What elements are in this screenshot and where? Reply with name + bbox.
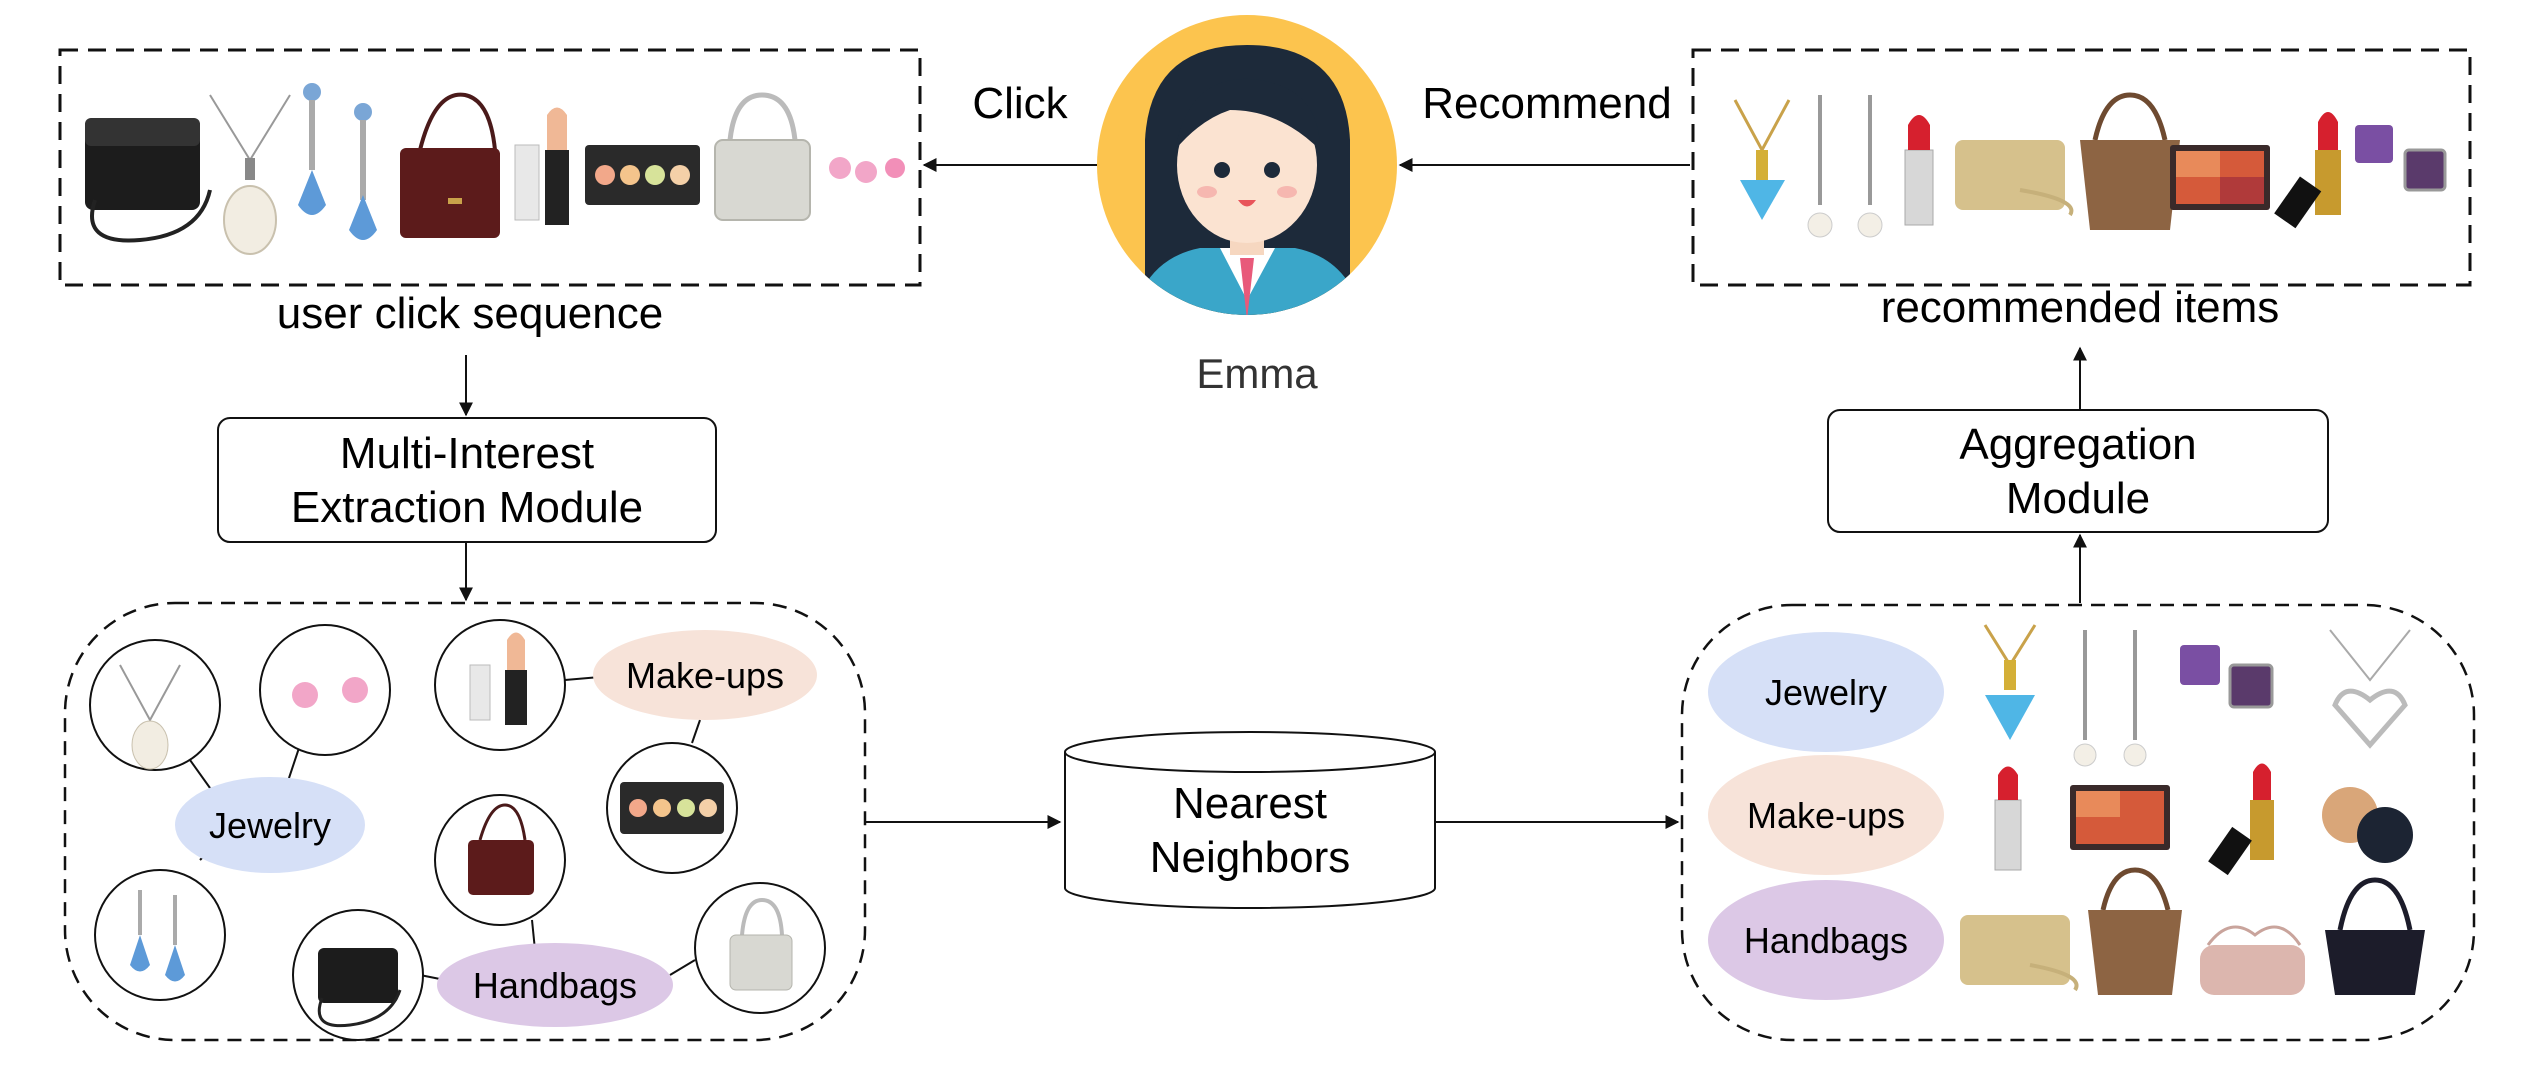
user-avatar	[1097, 15, 1397, 315]
click-label: Click	[972, 79, 1068, 128]
blue-pendant-icon	[1733, 99, 1791, 220]
grey-handbag-icon	[714, 92, 811, 221]
blue-earrings-circle	[94, 869, 226, 1001]
eyeshadow-palette-icon	[2170, 145, 2270, 210]
user-name: Emma	[1196, 350, 1318, 397]
pearl-necklace-icon	[209, 94, 291, 255]
candidate-handbags-row	[1960, 867, 2425, 995]
candidate-items-box	[1680, 603, 2476, 1042]
blue-drop-earrings-icon	[298, 83, 377, 240]
black-handbag-icon	[85, 118, 212, 243]
lipstick-icon	[514, 107, 569, 225]
jewelry-label-right: Jewelry	[1765, 672, 1887, 713]
handbags-interest-right	[1708, 880, 1944, 1000]
gold-clutch-icon	[1955, 140, 2074, 217]
handbags-label-left: Handbags	[473, 965, 637, 1006]
nearest-neighbors-label-1: Nearest	[1173, 779, 1327, 828]
red-lipstick-icon	[1904, 115, 1934, 226]
makeups-label-left: Make-ups	[626, 655, 784, 696]
amethyst-earrings-icon	[2355, 125, 2447, 192]
grey-bag-circle	[694, 882, 826, 1014]
jewelry-interest-left	[175, 777, 365, 873]
makeups-interest-right	[1708, 755, 1944, 875]
makeups-label-right: Make-ups	[1747, 795, 1905, 836]
recommended-items	[1733, 92, 2447, 238]
burgundy-bag-circle	[434, 794, 566, 926]
pearl-necklace-circle	[89, 639, 221, 771]
pink-stud-earrings-icon	[829, 157, 905, 183]
aggregation-module-label-2: Module	[2006, 474, 2150, 523]
pearl-drop-earrings-icon	[1807, 95, 1883, 238]
handbags-label-right: Handbags	[1744, 920, 1908, 961]
handbags-interest-left	[437, 943, 673, 1027]
nearest-neighbors-label-2: Neighbors	[1150, 833, 1351, 882]
aggregation-module-label-1: Aggregation	[1959, 420, 2196, 469]
lipstick-circle	[434, 619, 566, 751]
recommended-items-caption: recommended items	[1881, 283, 2280, 332]
extraction-module-label-1: Multi-Interest	[340, 429, 594, 478]
pink-studs-circle	[259, 624, 391, 756]
palette-circle	[606, 742, 738, 874]
nearest-neighbors-cylinder	[1064, 731, 1436, 909]
brown-tote-icon	[2080, 92, 2180, 230]
extraction-module-label-2: Extraction Module	[291, 483, 643, 532]
click-sequence-items	[85, 83, 905, 255]
click-sequence-box	[58, 48, 922, 287]
candidate-jewelry-row	[1983, 624, 2411, 767]
jewelry-interest-right	[1708, 632, 1944, 752]
aggregation-module-box	[1827, 409, 2329, 533]
jewelry-label-left: Jewelry	[209, 805, 331, 846]
candidate-makeups-row	[1994, 763, 2413, 876]
gold-lipstick-icon	[2274, 112, 2341, 229]
recommend-label: Recommend	[1422, 79, 1671, 128]
makeup-palette-icon	[585, 145, 700, 205]
black-bag-circle	[292, 909, 424, 1041]
makeups-interest-left	[593, 630, 817, 720]
recommended-items-box	[1691, 48, 2472, 287]
click-sequence-caption: user click sequence	[277, 289, 663, 338]
burgundy-handbag-icon	[400, 92, 500, 238]
